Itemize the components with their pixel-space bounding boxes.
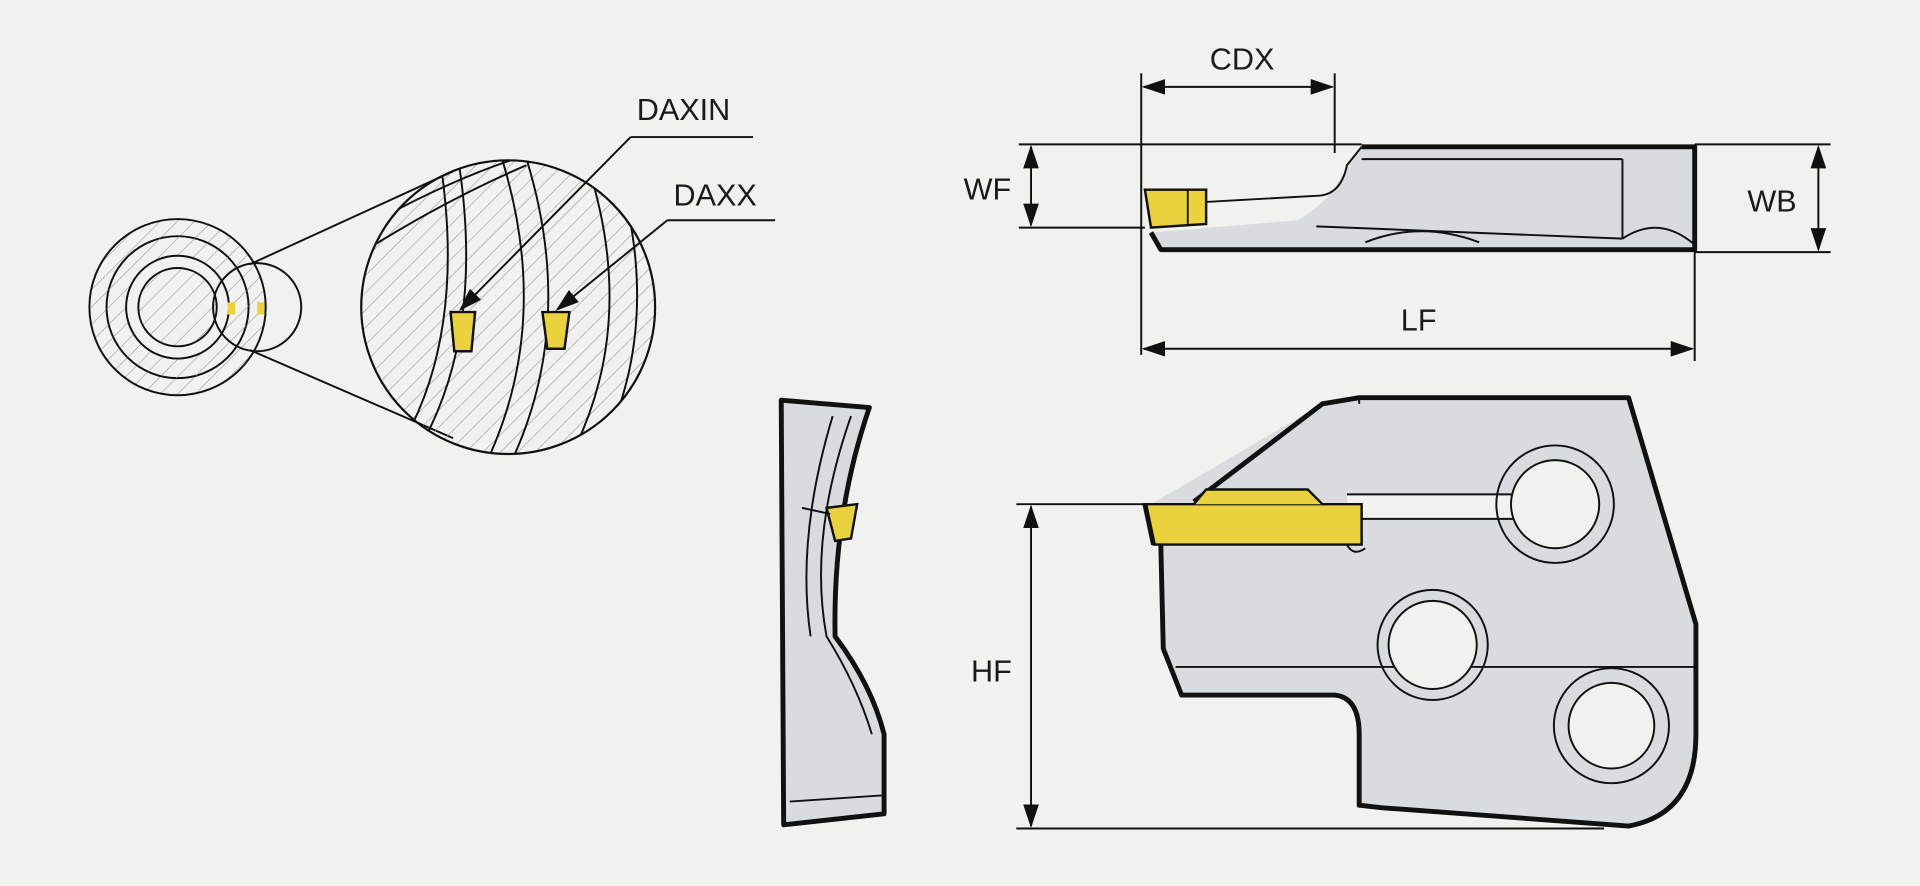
top-insert (1143, 188, 1208, 229)
lf-label: LF (1401, 303, 1437, 337)
side-view (778, 397, 887, 828)
daxx-insert (541, 310, 571, 350)
wf-label: WF (964, 172, 1012, 206)
hf-label: HF (971, 655, 1012, 689)
side-insert (824, 502, 859, 543)
magnified-groove-view: DAXIN DAXX (360, 93, 776, 456)
daxx-label: DAXX (673, 179, 756, 213)
front-insert (1143, 502, 1363, 546)
front-view: HF (971, 395, 1699, 830)
wb-label: WB (1747, 185, 1796, 219)
workpiece-small-view (88, 170, 454, 440)
top-view: CDX WF WB LF (964, 43, 1831, 362)
daxin-label: DAXIN (637, 93, 731, 127)
cdx-label: CDX (1210, 43, 1275, 77)
daxin-insert (449, 310, 477, 353)
